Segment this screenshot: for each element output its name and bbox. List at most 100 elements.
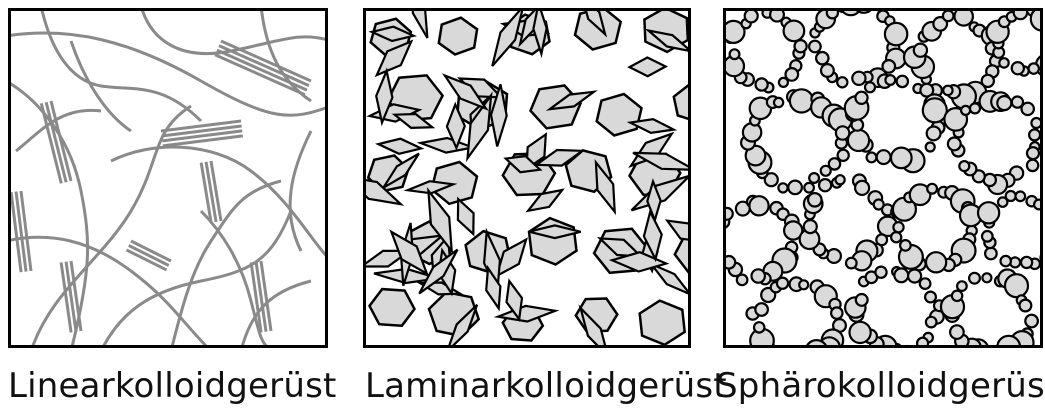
bead — [957, 281, 967, 291]
bead — [1031, 118, 1040, 128]
bead — [867, 153, 877, 163]
bead — [821, 166, 831, 176]
bead — [808, 193, 821, 206]
bead — [837, 77, 847, 87]
bead — [1031, 11, 1040, 31]
bead — [1029, 63, 1039, 73]
bead — [1021, 257, 1032, 268]
bead — [1006, 191, 1016, 201]
bead — [752, 269, 765, 282]
bead — [891, 148, 912, 169]
hex-platelet — [640, 301, 685, 345]
bead — [943, 86, 952, 95]
bead — [804, 220, 817, 233]
bead — [777, 278, 788, 289]
bead — [1022, 103, 1034, 115]
bead — [827, 249, 841, 263]
hex-platelet — [597, 94, 642, 136]
bead — [821, 64, 834, 77]
thin-plate — [498, 306, 555, 322]
bead — [961, 106, 970, 115]
bead — [1001, 256, 1011, 266]
bead — [927, 127, 941, 141]
bundle-0-fiber-2 — [162, 131, 242, 141]
bead — [900, 240, 911, 251]
thin-plate — [458, 199, 474, 234]
caption-spherical: Sphärokolloidgerüst — [716, 366, 1045, 406]
bead — [1029, 129, 1040, 140]
bead — [999, 58, 1008, 67]
bead — [809, 41, 821, 53]
bead — [855, 181, 869, 195]
fiber-9 — [241, 281, 311, 345]
bead — [978, 202, 999, 223]
laminar-colloid-panel — [363, 8, 691, 348]
bead — [943, 11, 954, 21]
bead — [926, 143, 935, 152]
hex-platelet — [439, 18, 477, 55]
bead — [855, 92, 867, 104]
bead — [836, 175, 845, 184]
bundle-5-fiber-1 — [66, 262, 76, 332]
bead — [856, 294, 868, 306]
caption-linear: Linearkolloidgerüst — [8, 366, 337, 406]
bead — [790, 89, 813, 112]
bead — [1012, 62, 1024, 74]
thin-plate — [630, 58, 666, 77]
bead — [897, 76, 908, 87]
bead — [997, 96, 1011, 110]
thin-plate — [651, 264, 688, 294]
bead — [831, 307, 842, 318]
spherical-bead-network — [726, 11, 1040, 345]
bead — [891, 232, 901, 242]
bead — [726, 256, 735, 269]
bead — [816, 52, 828, 64]
bead — [875, 267, 886, 278]
bead — [914, 44, 927, 57]
bundle-6-fiber-3 — [215, 55, 305, 95]
bead — [877, 150, 891, 164]
bead — [920, 278, 931, 289]
bead — [923, 98, 947, 122]
hex-platelet — [674, 84, 688, 122]
bead — [926, 252, 946, 272]
thin-plate — [411, 11, 428, 38]
bundle-2-fiber-1 — [206, 162, 216, 222]
bead — [819, 179, 831, 191]
bundle-7-fiber-2 — [11, 192, 21, 272]
linear-fiber-network — [11, 11, 325, 345]
bead — [865, 82, 875, 92]
bundle-6-fiber-0 — [221, 41, 311, 81]
bead — [1034, 200, 1040, 210]
bead — [749, 196, 768, 215]
bead — [1016, 192, 1026, 202]
bead — [982, 231, 993, 242]
bead — [1020, 300, 1032, 312]
bundle-0-fiber-1 — [162, 126, 242, 136]
bead — [885, 23, 907, 45]
hex-platelet — [370, 289, 415, 326]
bundle-2-fiber-0 — [211, 161, 221, 221]
bundle-0-fiber-3 — [163, 136, 243, 146]
bead — [756, 78, 768, 90]
bead — [959, 161, 969, 171]
bead — [948, 138, 961, 151]
bead — [927, 184, 937, 194]
bead — [774, 98, 783, 107]
bead — [779, 78, 788, 87]
bundle-4-fiber-0 — [261, 261, 271, 331]
bundle-5-fiber-2 — [61, 262, 71, 332]
bead — [1005, 274, 1028, 297]
thin-plate — [667, 221, 688, 242]
bead — [908, 270, 921, 283]
bead — [809, 173, 819, 183]
bead — [726, 208, 733, 220]
bead — [1014, 11, 1027, 19]
bead — [893, 222, 903, 232]
bead — [827, 11, 838, 18]
bead — [799, 280, 808, 289]
spherical-colloid-panel — [723, 8, 1043, 348]
bead — [917, 338, 928, 345]
bead — [969, 273, 980, 284]
bead — [894, 268, 908, 282]
